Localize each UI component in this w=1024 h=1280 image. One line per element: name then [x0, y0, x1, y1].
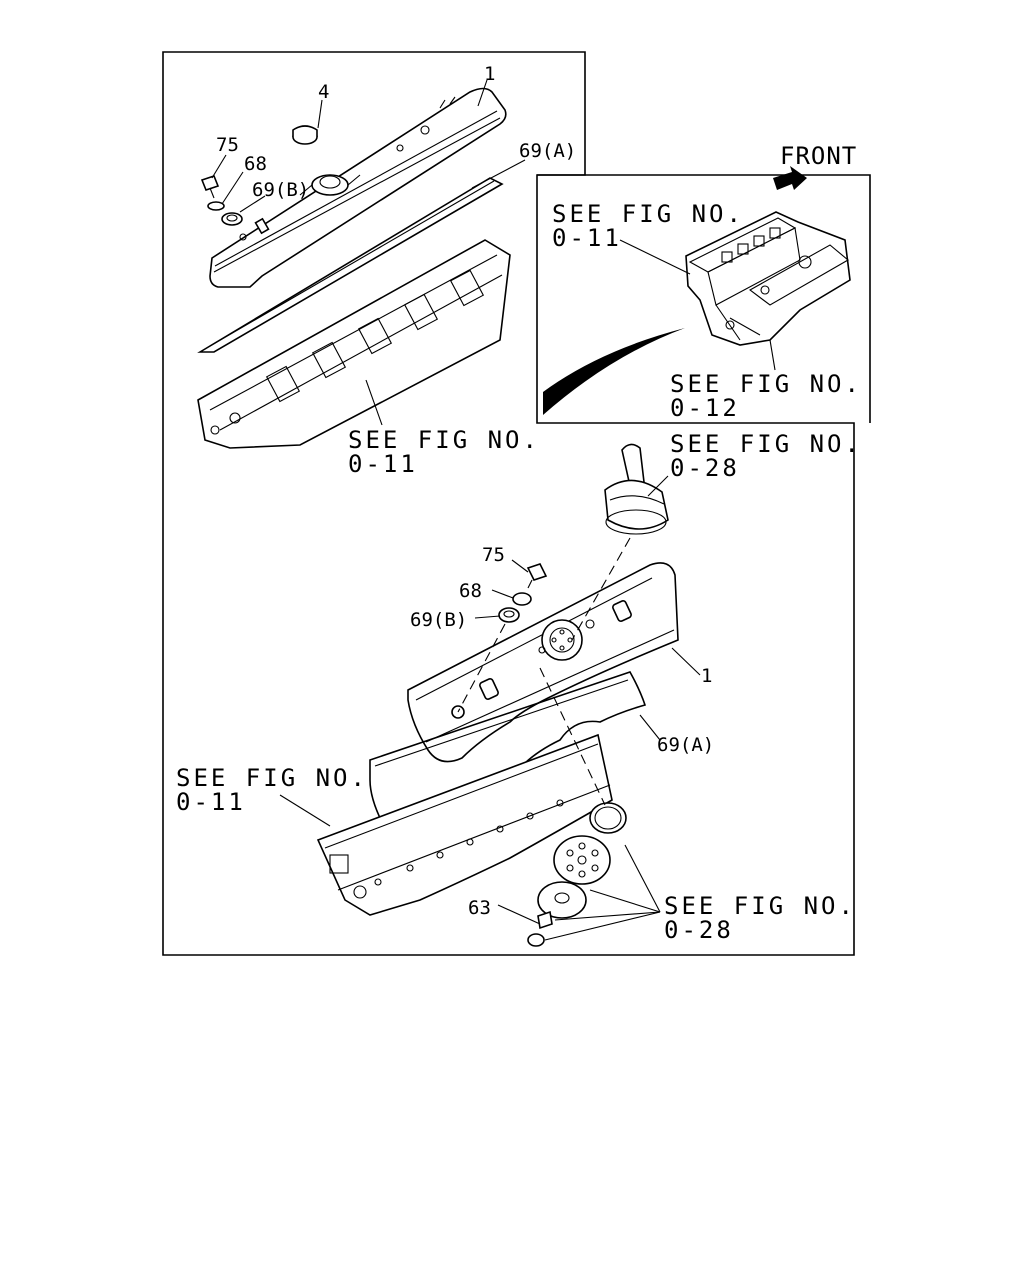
label-bottom-see-parts-2: 0-28: [664, 916, 734, 944]
label-engine-see-block-1: SEE FIG NO.: [670, 370, 862, 398]
label-top-see-head-2: 0-11: [348, 450, 418, 478]
top-cylinder-head: [197, 239, 511, 449]
engine-inset-frame: [537, 174, 871, 423]
label-bottom-see-breather-2: 0-28: [670, 454, 740, 482]
label-top-cover: 1: [484, 63, 495, 85]
engine-curve-mark: [543, 328, 685, 415]
label-bottom-see-head-1: SEE FIG NO.: [176, 764, 368, 792]
top-rocker-cover: [209, 87, 507, 288]
label-bottom-washer: 68: [459, 580, 482, 602]
bottom-cylinder-head: [316, 733, 613, 916]
label-bottom-cover: 1: [701, 665, 712, 687]
label-top-seal-b: 69(B): [252, 179, 309, 201]
bottom-breather: [604, 443, 669, 535]
label-top-washer: 68: [244, 153, 267, 175]
label-bottom-see-breather-1: SEE FIG NO.: [670, 430, 862, 458]
label-engine-see-head-2: 0-11: [552, 224, 622, 252]
top-gasket: [197, 177, 504, 353]
top-oil-cap: [292, 125, 318, 145]
label-top-gasket-a: 69(A): [519, 140, 576, 162]
label-top-cap: 4: [318, 81, 329, 103]
top-bolt-washer-stack: [200, 175, 243, 226]
label-engine-see-block-2: 0-12: [670, 394, 740, 422]
label-bottom-see-head-2: 0-11: [176, 788, 246, 816]
front-arrow-icon: [773, 166, 807, 190]
bottom-oil-seal-parts: [527, 802, 627, 947]
label-bottom-gasket-a: 69(A): [657, 734, 714, 756]
label-engine-see-head-1: SEE FIG NO.: [552, 200, 744, 228]
label-bottom-plug: 63: [468, 897, 491, 919]
label-bottom-see-parts-1: SEE FIG NO.: [664, 892, 856, 920]
engine-block-illustration: [685, 211, 851, 346]
bottom-rocker-cover: [407, 562, 679, 763]
label-bottom-seal-b: 69(B): [410, 609, 467, 631]
label-top-see-head-1: SEE FIG NO.: [348, 426, 540, 454]
diagram-frame: [162, 51, 855, 956]
bottom-bolt-washer-stack: [498, 563, 548, 623]
label-top-bolt: 75: [216, 134, 239, 156]
label-bottom-bolt: 75: [482, 544, 505, 566]
label-front: FRONT: [780, 142, 857, 170]
